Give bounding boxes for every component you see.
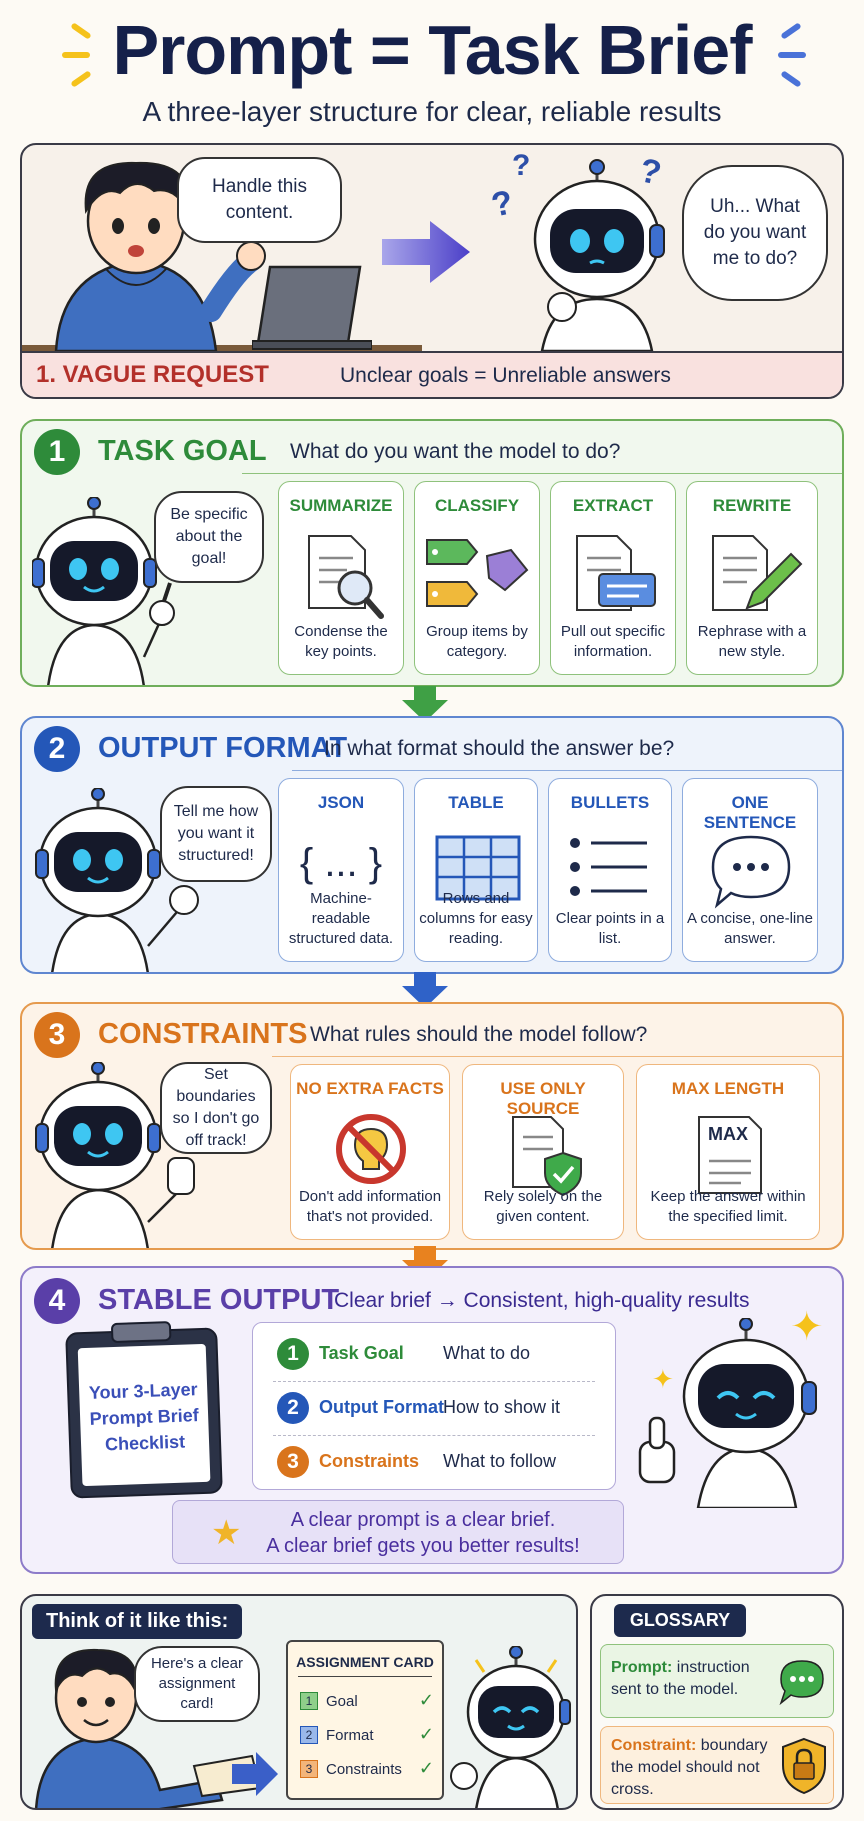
sparkle-icon: ✦ [790,1305,824,1349]
bullet-list-icon [570,838,647,896]
laptop-icon [252,265,372,350]
vague-request-tagline: Unclear goals = Unreliable answers [340,364,671,387]
output-format-title: OUTPUT FORMAT [98,732,348,764]
down-arrow-icon [402,686,448,722]
one-sentence-card[interactable]: ONE SENTENCE A concise, one-line answer. [682,778,818,962]
stop-hand-robot-icon [35,1062,195,1248]
table-card[interactable]: TABLE Rows and columns for easy reading. [414,778,538,962]
thumbs-up-robot-icon [638,1318,817,1508]
down-arrow-icon [402,1246,448,1282]
speech-bubble-icon [711,835,791,909]
checklist-row-task-goal: 1 Task Goal What to do [253,1331,615,1377]
task-goal-panel: 1 TASK GOAL What do you want the model t… [20,419,844,687]
glossary-label: GLOSSARY [614,1604,746,1637]
json-braces-icon: { ... } [299,841,383,885]
star-icon: ★ [211,1514,242,1552]
assignment-item-format: 2 Format ✓ [300,1724,434,1750]
robot-speech-bubble: Uh... What do you want me to do? [682,165,828,301]
classify-card[interactable]: CLASSIFY Group items by category. [414,481,540,675]
bullets-card[interactable]: BULLETS Clear points in a list. [548,778,672,962]
question-mark-icon: ? [488,183,517,225]
use-only-source-card[interactable]: USE ONLY SOURCE Rely solely on the given… [462,1064,624,1240]
summarize-card[interactable]: SUMMARIZE Condense the key points. [278,481,404,675]
vague-request-panel: Handle this content. ? ? ? Uh... What do… [20,143,844,399]
page-title: Prompt = Task Brief [112,11,752,89]
glossary-term-constraint: Constraint: boundary the model should no… [600,1726,834,1804]
user-speech-bubble: Handle this content. [177,157,342,243]
stable-output-tagline: Clear brief → Consistent, high-quality r… [334,1289,750,1312]
question-mark-icon: ? [512,149,531,182]
analogy-panel: Think of it like this: Here's a clear as… [20,1594,578,1810]
analogy-label: Think of it like this: [32,1604,243,1639]
down-arrow-icon [402,972,448,1008]
constraints-panel: 3 CONSTRAINTS What rules should the mode… [20,1002,844,1250]
person-handing-card-icon [34,1648,278,1808]
document-magnifier-icon [308,535,384,619]
constraints-speech-bubble: Set boundaries so I don't go off track! [160,1062,272,1154]
three-layer-checklist: 1 Task Goal What to do 2 Output Format H… [252,1322,616,1490]
extract-card[interactable]: EXTRACT Pull out specific information. [550,481,676,675]
glossary-term-definition: boundary the model should not cross. [611,1737,768,1798]
vague-request-label: 1. VAGUE REQUEST [36,361,269,388]
assignment-item-constraints: 3 Constraints ✓ [300,1758,434,1784]
json-card[interactable]: JSON { ... } Machine-readable structured… [278,778,404,962]
no-extra-facts-card[interactable]: NO EXTRA FACTS Don't add information tha… [290,1064,450,1240]
checklist-row-constraints: 3 Constraints What to follow [253,1439,615,1485]
happy-robot-icon [450,1646,571,1808]
no-bulb-icon [336,1114,406,1184]
checklist-clipboard: Your 3-Layer Prompt Brief Checklist [65,1321,223,1499]
task-goal-number-badge: 1 [34,429,80,475]
max-document-icon [698,1116,762,1194]
output-format-number-badge: 2 [34,726,80,772]
glossary-term-prompt: Prompt: instruction sent to the model. [600,1644,834,1718]
tags-icon [426,539,529,607]
document-shield-icon [512,1116,582,1197]
check-icon: ✓ [418,1724,434,1744]
max-length-card[interactable]: MAX LENGTH MAX Keep the answer within th… [636,1064,820,1240]
document-pencil-icon [712,535,803,611]
constraints-title: CONSTRAINTS [98,1018,308,1050]
task-goal-title: TASK GOAL [98,435,267,467]
banner-line-1: A clear prompt is a clear brief. [290,1509,556,1531]
check-icon: ✓ [418,1690,434,1710]
pointing-robot-icon [32,497,175,685]
confused-robot-icon [533,159,665,351]
assignment-card: ASSIGNMENT CARD 1 Goal ✓ 2 Format ✓ 3 Co… [286,1640,444,1800]
stable-output-number-badge: 4 [34,1278,80,1324]
clipboard-text: Your 3-Layer Prompt Brief Checklist [88,1379,199,1455]
confused-person-icon [54,161,266,351]
right-arrow-icon [382,221,470,283]
page-subtitle: A three-layer structure for clear, relia… [142,96,722,127]
check-icon: ✓ [418,1758,434,1778]
summary-banner: ★ A clear prompt is a clear brief. A cle… [172,1500,624,1564]
output-format-panel: 2 OUTPUT FORMAT In what format should th… [20,716,844,974]
assignment-item-goal: 1 Goal ✓ [300,1690,434,1716]
constraints-question: What rules should the model follow? [310,1023,648,1046]
analogy-speech-bubble: Here's a clear assignment card! [134,1646,260,1722]
max-label: MAX [708,1124,748,1144]
glossary-panel: GLOSSARY Prompt: instruction sent to the… [590,1594,844,1810]
glossary-term-name: Constraint: [611,1737,697,1754]
output-format-question: In what format should the answer be? [324,737,675,760]
glossary-term-definition: instruction sent to the model. [611,1659,750,1698]
stable-output-panel: 4 STABLE OUTPUT Clear brief → Consistent… [20,1266,844,1574]
constraints-number-badge: 3 [34,1012,80,1058]
stable-output-title: STABLE OUTPUT [98,1284,340,1316]
banner-line-2: A clear brief gets you better results! [266,1535,580,1557]
table-grid-icon [435,835,521,901]
waving-robot-icon [35,788,199,972]
output-format-speech-bubble: Tell me how you want it structured! [160,786,272,882]
document-extract-icon [576,535,656,611]
sparkle-icon: ✦ [652,1364,674,1394]
task-goal-question: What do you want the model to do? [290,440,621,463]
assignment-card-title: ASSIGNMENT CARD [296,1654,434,1670]
rewrite-card[interactable]: REWRITE Rephrase with a new style. [686,481,818,675]
task-goal-speech-bubble: Be specific about the goal! [154,491,264,583]
glossary-term-name: Prompt: [611,1659,673,1676]
checklist-row-output-format: 2 Output Format How to show it [253,1385,615,1431]
lock-shield-icon [782,1737,826,1795]
chat-icon [779,1660,824,1705]
